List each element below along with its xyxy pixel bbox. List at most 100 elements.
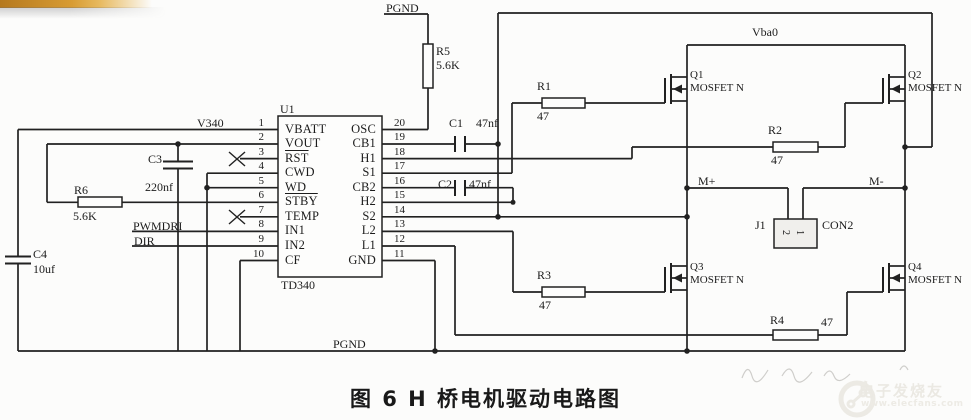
pin-num-7: 7 xyxy=(258,203,265,216)
pin-num-14: 14 xyxy=(394,203,405,216)
net-label-m-minus: M- xyxy=(869,174,884,188)
ic-ref: U1 xyxy=(280,102,295,116)
pin-name-cb2: CB2 xyxy=(352,179,376,194)
pin-num-4: 4 xyxy=(258,160,265,173)
j1-pin-1: 1 xyxy=(794,230,805,235)
r4-ref: R4 xyxy=(770,313,785,327)
junction-dots xyxy=(175,141,908,354)
watermark: 电子发烧友 www.elecfans.com xyxy=(807,378,967,420)
net-label-m-plus: M+ xyxy=(698,174,716,188)
page-corner-shadow xyxy=(0,7,175,21)
connector-j1-box xyxy=(773,218,818,249)
pin-name-cb1: CB1 xyxy=(352,136,376,150)
watermark-url: www.elecfans.com xyxy=(861,399,964,409)
pin-num-12: 12 xyxy=(394,233,405,245)
pin-name-l1: L1 xyxy=(361,238,376,252)
right-wiring xyxy=(382,12,933,351)
net-label-pgnd-bottom: PGND xyxy=(333,337,366,351)
elecfans-logo-icon xyxy=(838,380,876,418)
pin-num-11: 11 xyxy=(394,247,405,260)
pin-num-17: 17 xyxy=(394,160,405,173)
left-wiring xyxy=(17,128,278,351)
pin-num-18: 18 xyxy=(394,145,405,158)
net-label-pwmdri: PWMDRI xyxy=(133,219,183,233)
r5-ref: R5 xyxy=(436,44,451,58)
q1-type: MOSFET N xyxy=(690,82,744,94)
r5-value: 5.6K xyxy=(436,58,460,72)
pin-name-h1: H1 xyxy=(360,150,376,165)
pin-name-s2: S2 xyxy=(362,208,376,223)
pin-name-in2: IN2 xyxy=(285,238,306,252)
mosfet-q3-symbol xyxy=(664,263,687,293)
pin-num-3: 3 xyxy=(258,145,265,158)
pin-name-rst: RST xyxy=(285,150,309,165)
c3-value: 220nf xyxy=(145,180,173,194)
pin-name-vbatt: VBATT xyxy=(285,121,327,136)
pin-num-16: 16 xyxy=(394,174,405,187)
no-connect-icon xyxy=(228,151,246,225)
ic-outline xyxy=(277,115,383,278)
r1-value: 47 xyxy=(537,109,549,123)
pin-name-cf: CF xyxy=(285,252,301,267)
ic-part: TD340 xyxy=(281,278,315,292)
pin-name-temp: TEMP xyxy=(285,208,320,223)
pin-name-osc: OSC xyxy=(351,121,376,136)
pin-num-13: 13 xyxy=(394,218,405,231)
pin-name-cwd: CWD xyxy=(285,165,315,180)
pin-num-9: 9 xyxy=(258,233,265,245)
q4-type: MOSFET N xyxy=(908,274,962,286)
pin-name-l2: L2 xyxy=(361,223,376,238)
c2-value: 47nf xyxy=(469,177,491,191)
pin-num-10: 10 xyxy=(253,247,264,260)
pin-num-6: 6 xyxy=(258,189,265,202)
pin-name-gnd: GND xyxy=(348,252,376,267)
bridge-trunks xyxy=(686,44,906,351)
pin-num-15: 15 xyxy=(394,189,405,202)
q3-ref: Q3 xyxy=(690,261,704,273)
c2-ref: C2 xyxy=(438,177,453,191)
watermark-brand: 电子发烧友 xyxy=(859,382,945,400)
net-label-pgnd-top: PGND xyxy=(386,1,419,15)
pin-num-2: 2 xyxy=(258,131,265,143)
r3-ref: R3 xyxy=(537,268,552,282)
page-corner-tab xyxy=(0,0,160,8)
pin-name-vout: VOUT xyxy=(285,136,321,150)
mosfet-q1-symbol xyxy=(664,74,687,104)
r6-value: 5.6K xyxy=(73,209,97,223)
q3-type: MOSFET N xyxy=(690,274,744,286)
r6-ref: R6 xyxy=(74,183,89,197)
pin-num-1: 1 xyxy=(258,116,265,129)
pin-name-s1: S1 xyxy=(362,165,376,180)
c1-ref: C1 xyxy=(449,116,464,130)
mosfet-q4-symbol xyxy=(882,263,905,293)
c4-ref: C4 xyxy=(33,247,48,261)
c4-value: 10uf xyxy=(33,262,55,276)
mosfet-q2-symbol xyxy=(882,74,905,104)
pin-num-20: 20 xyxy=(394,116,405,129)
resistor-bodies xyxy=(77,43,819,341)
pin-name-wd: WD xyxy=(285,179,307,194)
j1-type: CON2 xyxy=(822,218,854,232)
r1-ref: R1 xyxy=(537,79,552,93)
q4-ref: Q4 xyxy=(908,261,922,273)
c3-ref: C3 xyxy=(148,152,163,166)
net-label-v340: V340 xyxy=(197,116,224,130)
c1-value: 47nf xyxy=(476,116,498,130)
pin-num-8: 8 xyxy=(258,218,265,231)
figure-caption: 图 6 H 桥电机驱动电路图 xyxy=(349,387,622,411)
q1-ref: Q1 xyxy=(690,69,704,81)
pin-name-in1: IN1 xyxy=(285,223,306,238)
q2-type: MOSFET N xyxy=(908,82,962,94)
r2-ref: R2 xyxy=(768,123,783,137)
net-label-vba0: Vba0 xyxy=(752,25,778,39)
pin-name-h2: H2 xyxy=(360,194,376,209)
pin-num-19: 19 xyxy=(394,131,405,143)
r2-value: 47 xyxy=(771,153,783,167)
scribble-mark xyxy=(741,365,909,383)
pin-name-stby: STBY xyxy=(285,194,318,209)
q2-ref: Q2 xyxy=(908,69,922,81)
j1-ref: J1 xyxy=(755,218,766,232)
pin-num-5: 5 xyxy=(258,174,265,187)
